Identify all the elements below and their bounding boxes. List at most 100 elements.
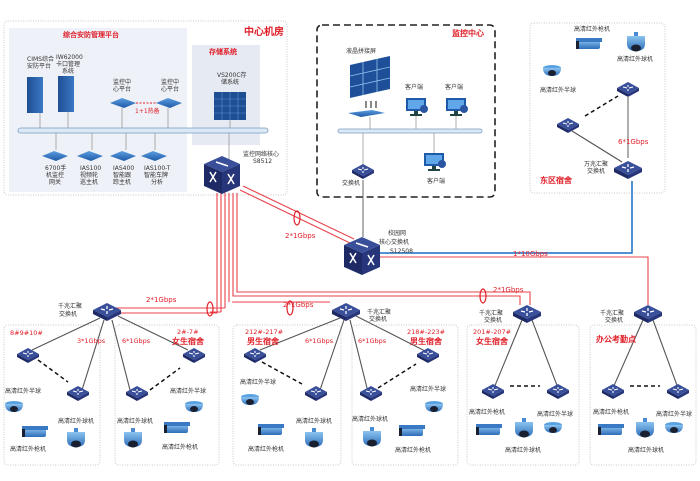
switch-label: 千兆汇聚: [367, 308, 391, 316]
aggregation-switch-icon[interactable]: [512, 304, 542, 324]
camera-label: 高清红外枪机: [593, 408, 629, 416]
aggregation-switch-icon[interactable]: [92, 302, 122, 322]
speed-dome-camera-icon: [67, 428, 85, 448]
switch-label: 交换机: [605, 316, 623, 324]
video-wall-icon: [349, 56, 391, 98]
link-aggregation-icon: [206, 301, 214, 317]
campus-core-switch-icon[interactable]: [343, 236, 381, 276]
access-switch-icon[interactable]: [666, 383, 690, 400]
bullet-camera-icon: [399, 425, 425, 436]
access-switch-icon[interactable]: [416, 347, 440, 364]
zone-title: 218#-223#: [407, 328, 445, 336]
bullet-camera-icon: [598, 424, 624, 435]
camera-label: 高清红外枪机: [574, 25, 610, 33]
dome-camera-icon: [425, 401, 443, 412]
client-monitor-icon: [406, 98, 428, 116]
server-unit-icon: [156, 98, 182, 108]
access-switch-icon[interactable]: [481, 383, 505, 400]
dome-camera-icon: [185, 401, 203, 412]
link-speed-label: 6*1Gbps: [618, 138, 649, 146]
camera-label: 高清红外半球: [240, 378, 276, 386]
client-label: 客户端: [445, 83, 463, 91]
device-label: 踪主机: [113, 178, 131, 186]
link-aggregation-icon: [286, 300, 294, 316]
plate-analysis-device: [141, 151, 167, 161]
switch-label: 千兆汇聚: [600, 309, 624, 317]
monitor-bus: [337, 128, 483, 134]
client-label: 客户端: [427, 177, 445, 185]
zone-panel: [589, 324, 697, 466]
campus-core-label: 核心交换机: [379, 238, 409, 246]
access-switch-icon[interactable]: [16, 347, 40, 364]
switch-label: 交换机: [342, 179, 360, 187]
video-decoder-icon: [348, 110, 385, 117]
tracking-device: [110, 151, 136, 161]
camera-label: 高清红外半球: [170, 387, 206, 395]
access-switch-icon[interactable]: [546, 383, 570, 400]
monitor-core-switch-icon[interactable]: [203, 155, 241, 195]
dome-camera-icon: [544, 422, 562, 433]
link-speed-label: 2*1Gbps: [283, 301, 314, 309]
device-label: 巡主机: [80, 178, 98, 186]
aggregation-switch-icon[interactable]: [633, 304, 663, 324]
camera-label: 高清红外半球: [540, 86, 576, 94]
zone-title: 女生宿舍: [172, 336, 205, 346]
east-dorm-title: 东区宿舍: [540, 175, 573, 185]
bullet-camera-icon: [22, 426, 48, 437]
gateway-device: [42, 151, 68, 161]
zone-panel: [351, 324, 459, 466]
device-label: 视频轮: [80, 171, 98, 179]
zone-title: 212#-217#: [245, 328, 283, 336]
access-switch-icon[interactable]: [304, 385, 328, 402]
camera-label: 高清红外半球: [537, 410, 573, 418]
hot-standby-label: 1+1热备: [135, 107, 160, 115]
zone-title: 男生宿舍: [410, 336, 443, 346]
zone-title: 办公考勤点: [596, 334, 636, 344]
link-speed-label: 2*1Gbps: [146, 296, 177, 304]
aggregation-switch-icon[interactable]: [331, 302, 361, 322]
client-label: 客户端: [405, 83, 423, 91]
server-label: IW62000: [56, 54, 83, 61]
access-switch-icon[interactable]: [66, 385, 90, 402]
dome-camera-icon: [665, 422, 683, 433]
switch-icon: [616, 81, 640, 98]
camera-label: 高清红外球机: [628, 446, 664, 454]
camera-label: 高清红外枪机: [10, 445, 46, 453]
video-patrol-device: [77, 151, 103, 161]
switch-icon: [351, 163, 375, 180]
camera-label: 高清红外枪机: [162, 443, 198, 451]
access-switch-icon[interactable]: [601, 383, 625, 400]
server-label: 安防平台: [27, 62, 51, 70]
access-switch-icon[interactable]: [243, 347, 267, 364]
dome-camera-icon: [241, 394, 259, 405]
server-label: 卡口管理: [56, 60, 80, 68]
switch-label: 交换机: [484, 316, 502, 324]
storage-label: VS200C存: [217, 71, 247, 79]
device-label: 网关: [49, 178, 61, 186]
server-tower-icon: [27, 77, 43, 113]
zone-title: 男生宿舍: [247, 336, 280, 346]
access-switch-icon[interactable]: [182, 347, 206, 364]
zone-panel: [3, 324, 101, 466]
fiber-link-10g: [372, 181, 633, 254]
link-speed-label: 3*1Gbps: [77, 337, 106, 345]
camera-label: 高清红外球机: [117, 417, 153, 425]
switch-label: 千兆汇聚: [58, 302, 82, 310]
device-label: IAS100: [80, 165, 101, 172]
client-monitor-icon: [446, 98, 468, 116]
trunk-links: [107, 185, 649, 314]
speed-dome-camera-icon: [627, 32, 645, 52]
camera-label: 高清红外半球: [5, 387, 41, 395]
switch-label: 交换机: [369, 315, 387, 323]
link-aggregation-icon: [293, 210, 301, 226]
campus-core-label: S12508: [390, 248, 413, 255]
core-switch-label: S8512: [253, 158, 272, 165]
link-speed-label: 1*10Gbps: [513, 250, 548, 258]
device-label: 6700手: [45, 164, 66, 172]
center-room-title: 中心机房: [244, 25, 284, 38]
switch-label: 万兆汇聚: [584, 160, 608, 168]
camera-label: 高清红外球机: [296, 417, 332, 425]
camera-label: 高清红外枪机: [395, 446, 431, 454]
storage-label: 储系统: [221, 78, 239, 86]
zone-title: 201#-207#: [473, 328, 511, 336]
